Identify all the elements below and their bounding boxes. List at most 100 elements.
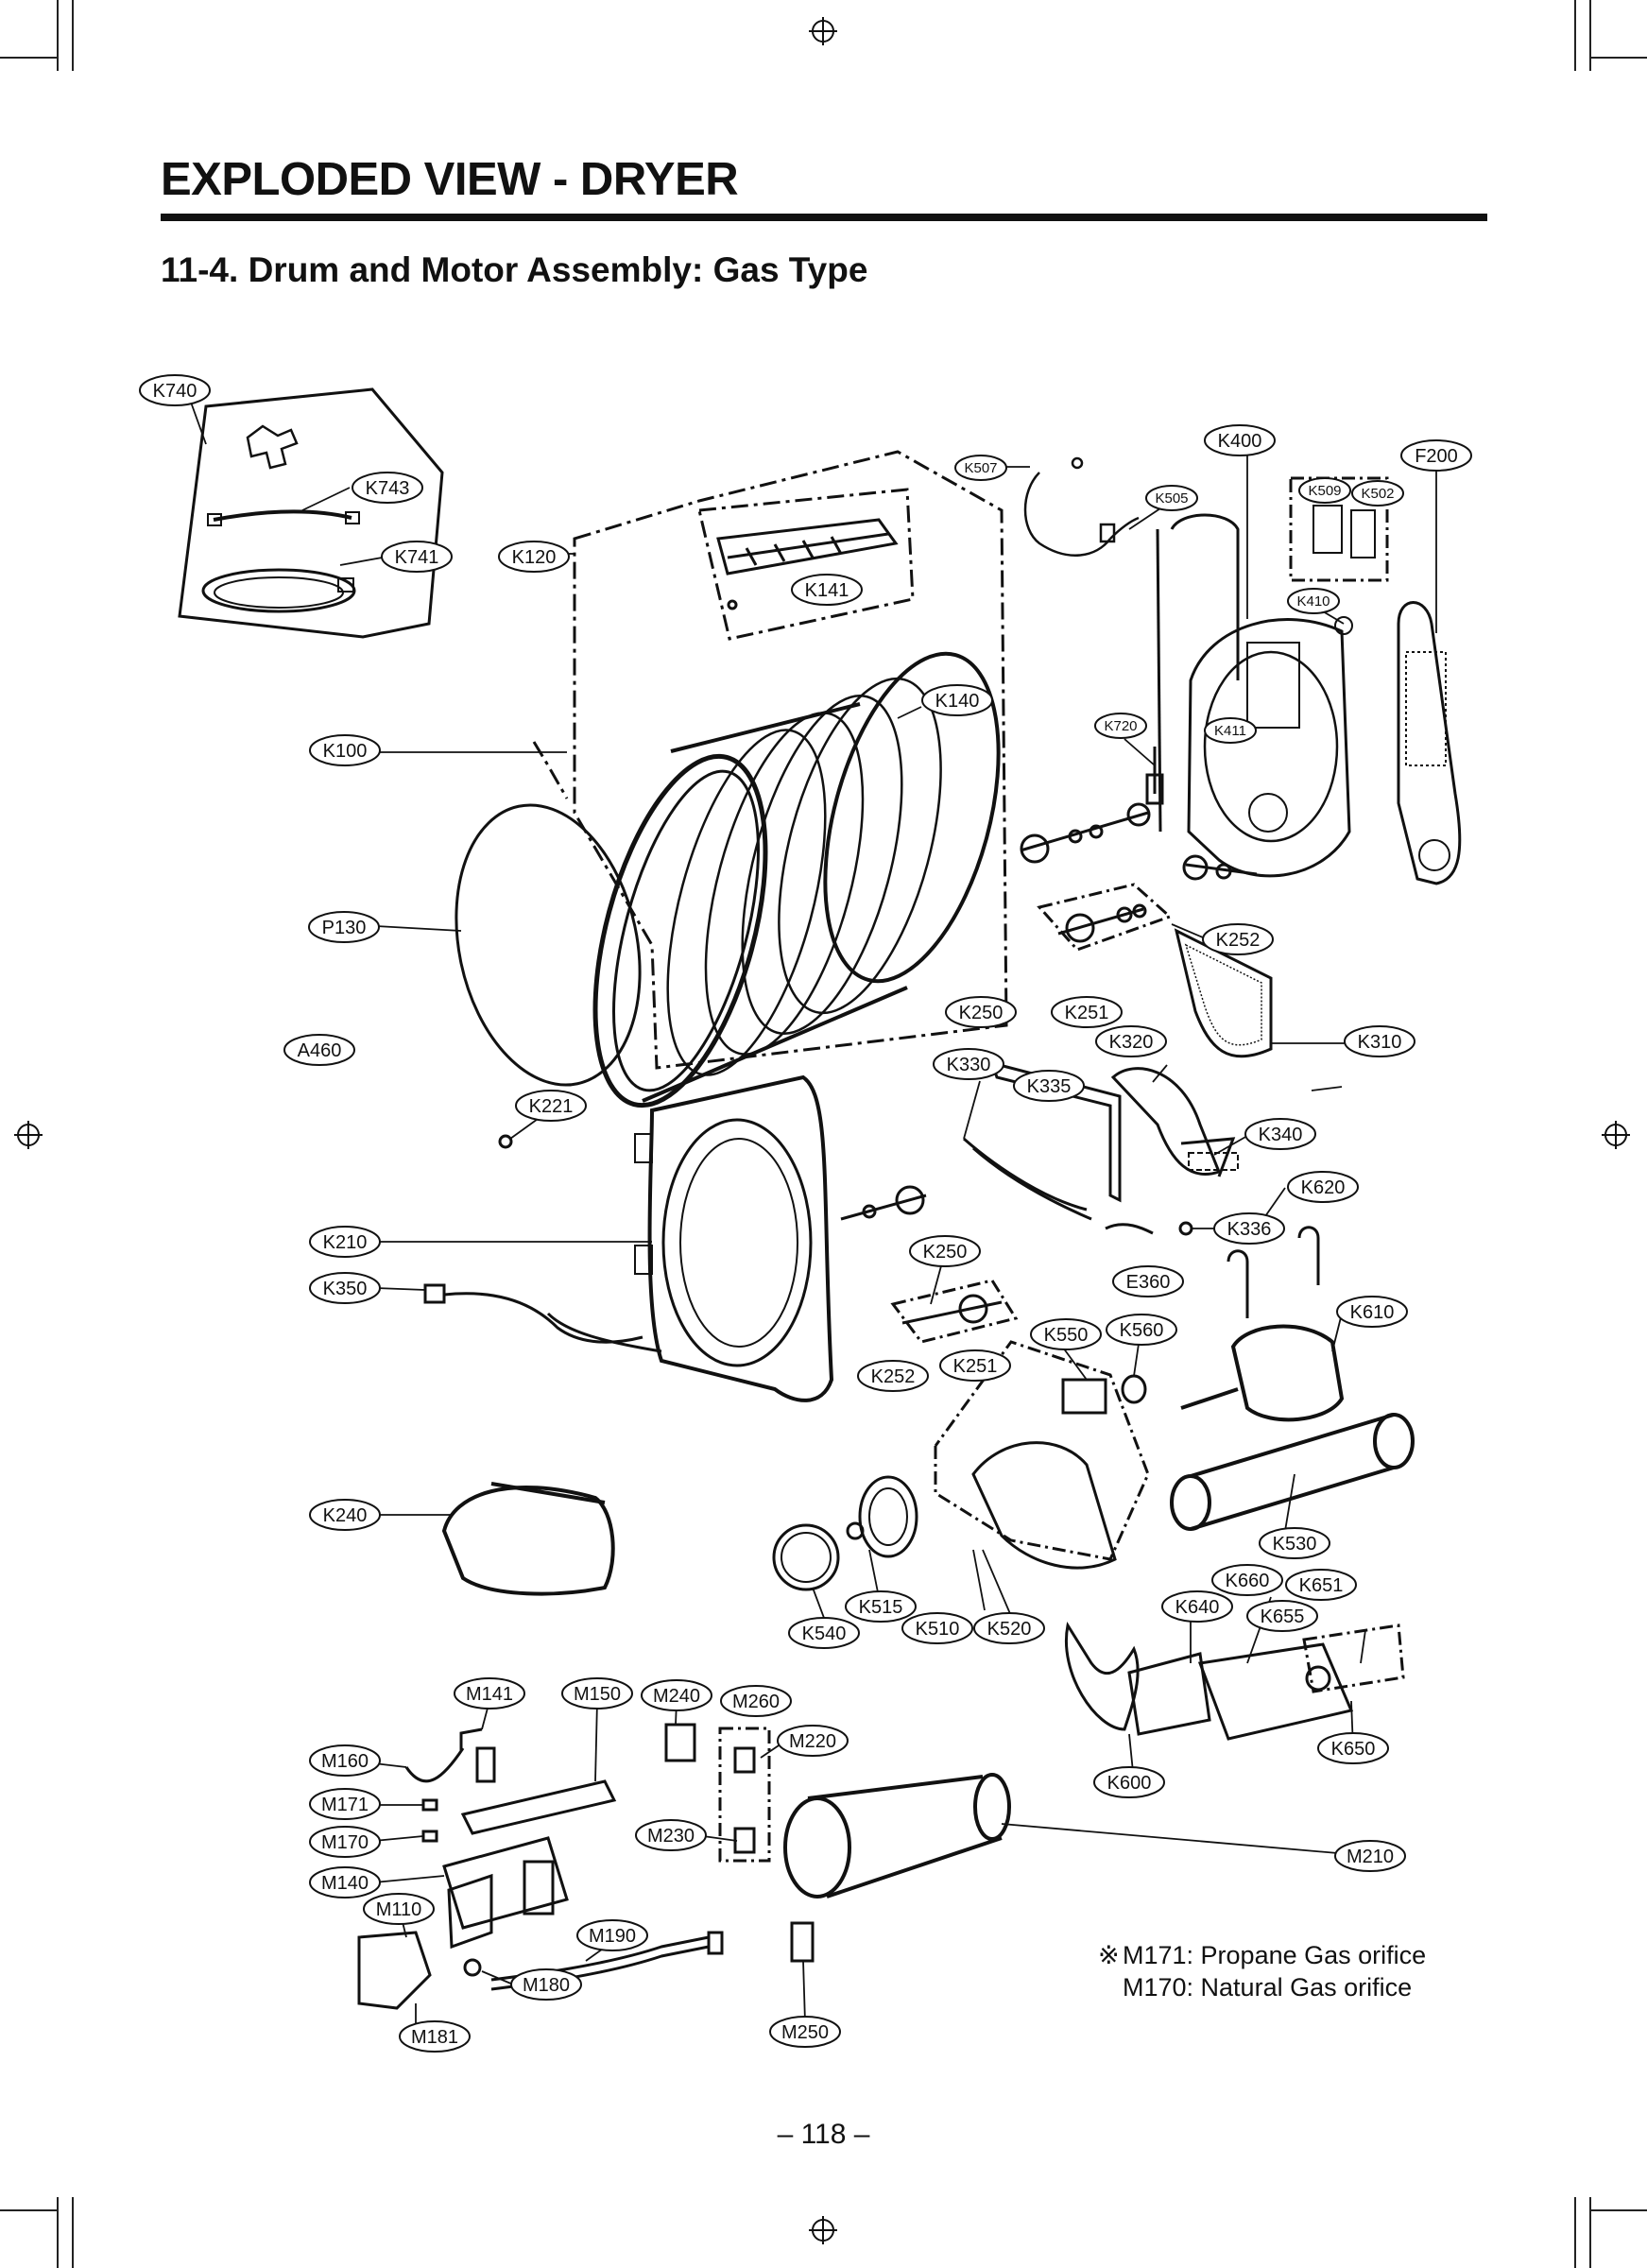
callout-m140: M140 <box>309 1866 381 1899</box>
callout-k410: K410 <box>1287 588 1340 614</box>
callout-bubble <box>791 574 863 606</box>
callout-bubble <box>139 374 211 406</box>
callout-text: M230 <box>647 1826 695 1847</box>
callout-bubble <box>515 1090 587 1122</box>
callout-bubble <box>363 1893 435 1925</box>
callout-bubble <box>1095 1025 1167 1057</box>
motor-part <box>1180 1226 1345 1422</box>
callout-text: M190 <box>589 1926 636 1947</box>
orifice-note: ※ M171: Propane Gas orifice M170: Natura… <box>1098 1939 1426 2003</box>
callout-bubble <box>1298 477 1351 504</box>
accessory-kit-group <box>178 387 444 639</box>
callout-text: M220 <box>789 1731 836 1752</box>
callout-text: K410 <box>1296 593 1330 610</box>
callout-bubble <box>1244 1118 1316 1150</box>
callout-bubble <box>1145 485 1198 511</box>
callout-m220: M220 <box>777 1725 849 1757</box>
callout-k250a: K250 <box>945 996 1017 1028</box>
crop-mark <box>1590 2209 1647 2211</box>
reference-mark-icon: ※ <box>1098 1941 1120 1969</box>
crop-mark <box>0 2209 57 2211</box>
callout-bubble <box>309 1788 381 1820</box>
callout-bubble <box>1093 1766 1165 1798</box>
callout-bubble <box>921 684 993 716</box>
callout-text: M260 <box>732 1692 780 1712</box>
callout-text: A460 <box>298 1040 342 1061</box>
callout-k350: K350 <box>309 1272 381 1304</box>
callout-bubble <box>788 1617 860 1649</box>
callout-k240: K240 <box>309 1499 381 1531</box>
callout-m260: M260 <box>720 1685 792 1717</box>
callout-text: K530 <box>1273 1534 1317 1555</box>
callout-k400: K400 <box>1204 424 1276 456</box>
drum-part <box>592 651 1001 1108</box>
callout-k640: K640 <box>1161 1590 1233 1623</box>
callout-text: K509 <box>1308 483 1341 499</box>
callout-text: M170 <box>321 1832 369 1853</box>
callout-text: K250 <box>923 1242 968 1263</box>
callout-bubble <box>1259 1527 1330 1559</box>
crop-mark <box>72 0 74 71</box>
callout-text: K140 <box>935 691 980 712</box>
callout-text: K340 <box>1259 1125 1303 1145</box>
callout-e360: E360 <box>1112 1265 1184 1297</box>
callout-text: M150 <box>574 1684 621 1705</box>
callout-bubble <box>1202 923 1274 955</box>
callout-k560: K560 <box>1106 1314 1177 1346</box>
callout-text: F200 <box>1415 446 1458 467</box>
idler-bracket-part <box>963 1060 1239 1236</box>
callout-bubble <box>1211 1564 1283 1596</box>
callout-text: K560 <box>1120 1320 1164 1341</box>
callout-bubble <box>901 1612 973 1644</box>
callout-k600: K600 <box>1093 1766 1165 1798</box>
callout-bubble <box>454 1677 525 1710</box>
callout-text: K250 <box>959 1003 1004 1023</box>
callout-bubble <box>1094 713 1147 739</box>
callout-m160: M160 <box>309 1744 381 1777</box>
callout-text: K660 <box>1226 1571 1270 1591</box>
crop-mark <box>1574 2197 1576 2268</box>
crop-mark <box>1589 2197 1591 2268</box>
callout-bubble <box>283 1034 355 1066</box>
callout-bubble <box>641 1679 712 1711</box>
callout-text: P130 <box>322 918 367 938</box>
callout-k141: K141 <box>791 574 863 606</box>
callout-text: M160 <box>321 1751 369 1772</box>
callout-m170: M170 <box>309 1826 381 1858</box>
note-propane: M171: Propane Gas orifice <box>1123 1941 1427 1969</box>
callout-k252a: K252 <box>1202 923 1274 955</box>
callout-text: M210 <box>1347 1847 1394 1867</box>
callout-k550: K550 <box>1030 1318 1102 1350</box>
callout-k741: K741 <box>381 541 453 573</box>
callout-bubble <box>1161 1590 1233 1623</box>
callout-text: M240 <box>653 1686 700 1707</box>
callout-k340: K340 <box>1244 1118 1316 1150</box>
callout-text: K350 <box>323 1279 368 1299</box>
callout-bubble <box>1112 1265 1184 1297</box>
callout-bubble <box>309 1744 381 1777</box>
callout-k335: K335 <box>1013 1070 1085 1102</box>
callout-text: K651 <box>1299 1575 1344 1596</box>
callout-bubble <box>939 1349 1011 1382</box>
drum-baffle-part <box>716 518 899 610</box>
callout-text: K650 <box>1331 1739 1376 1760</box>
sensor-bracket-part <box>1289 476 1389 635</box>
gas-burner-part <box>357 1723 724 2010</box>
callout-k320: K320 <box>1095 1025 1167 1057</box>
callout-bubble <box>352 472 423 504</box>
registration-target-icon <box>14 17 1630 2244</box>
callout-text: K221 <box>529 1096 574 1117</box>
callout-bubble <box>498 541 570 573</box>
callout-bubble <box>1030 1318 1102 1350</box>
callout-text: K640 <box>1175 1597 1220 1618</box>
callout-text: M180 <box>523 1975 570 1996</box>
callout-k210: K210 <box>309 1226 381 1258</box>
title-rule <box>161 214 1487 221</box>
callout-m171: M171 <box>309 1788 381 1820</box>
roller-group-lower <box>498 1134 1019 1344</box>
callout-bubble <box>309 1499 381 1531</box>
callout-bubble <box>309 1226 381 1258</box>
callout-k515: K515 <box>845 1590 917 1623</box>
callout-bubble <box>1344 1025 1415 1057</box>
exhaust-front-part <box>441 1482 615 1596</box>
